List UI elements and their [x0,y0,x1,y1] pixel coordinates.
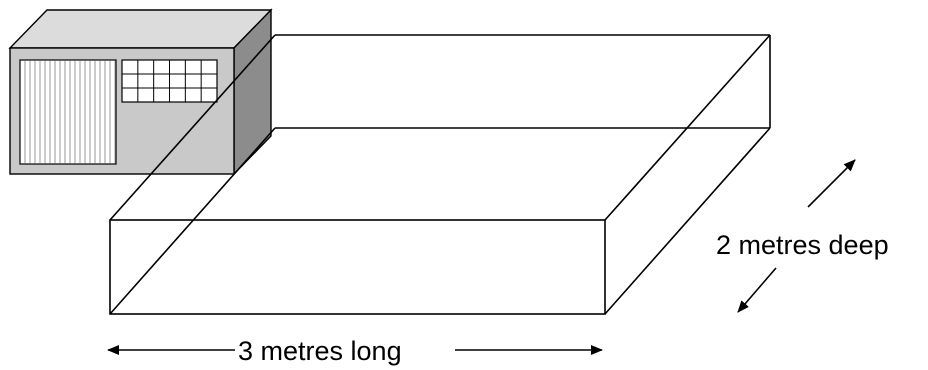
depth-arrow-down [737,267,777,313]
length-label: 3 metres long [238,336,402,366]
depth-dimension: 2 metres deep [716,159,889,313]
length-dimension: 3 metres long [107,336,603,366]
unit-top-face [8,9,273,49]
air-conditioning-unit-icon [8,8,273,176]
depth-arrow-up [807,159,856,208]
box-top-right-diagonal [604,34,771,221]
box-top-left-diagonal [109,34,276,221]
box-front-face [109,219,606,315]
depth-label: 2 metres deep [716,230,889,260]
unit-vent-panel [19,59,117,165]
box-bottom-right-diagonal [604,127,771,315]
box-bottom-left-diagonal [109,127,276,315]
room-box [109,34,771,315]
unit-control-grid [121,59,218,103]
